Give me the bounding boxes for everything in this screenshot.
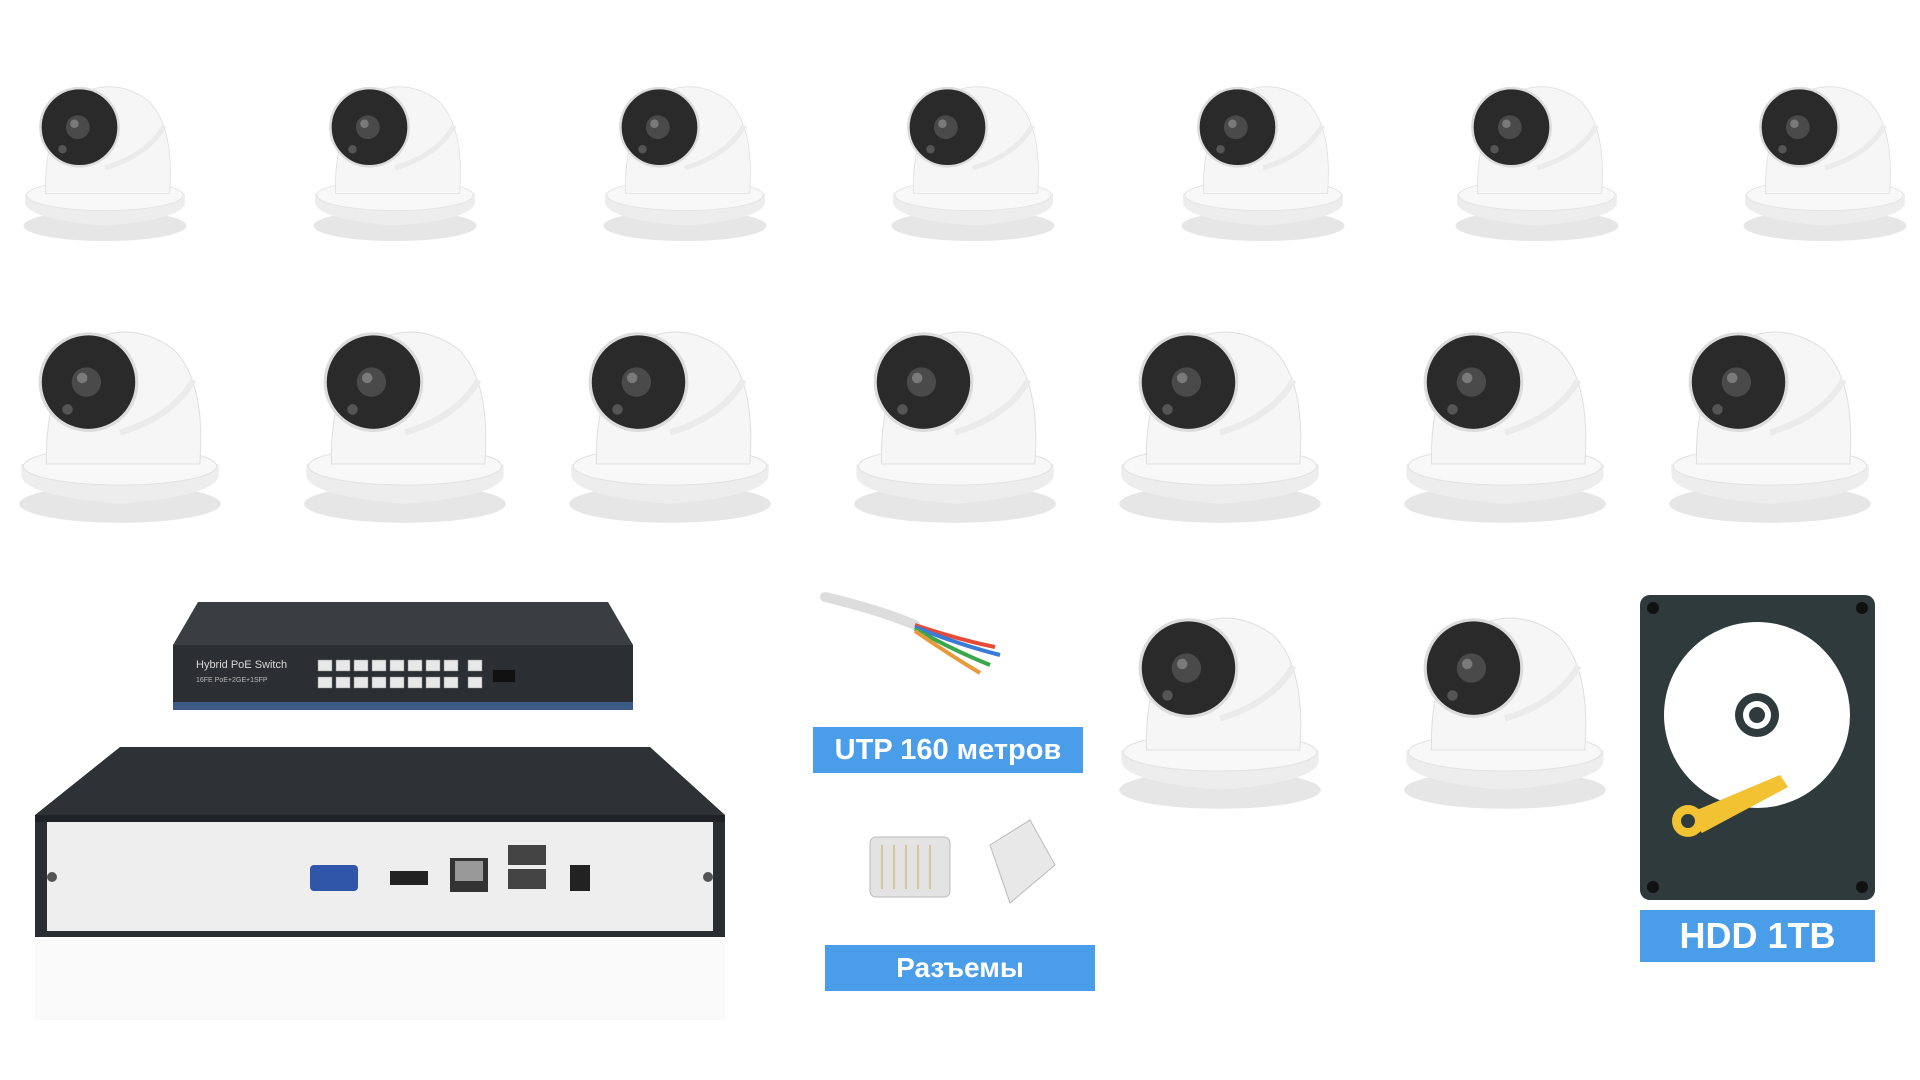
dome-camera — [850, 312, 1060, 532]
switch-brand-text: Hybrid PoE Switch — [196, 659, 287, 671]
dome-camera — [1115, 312, 1325, 532]
hdd-label: HDD 1TB — [1640, 910, 1875, 962]
nvr-recorder — [35, 747, 725, 1020]
dome-camera — [888, 72, 1058, 247]
dome-camera — [1452, 72, 1622, 247]
dome-camera — [1400, 598, 1610, 818]
dome-camera — [1178, 72, 1348, 247]
dome-camera — [1740, 72, 1910, 247]
connectors-label: Разъемы — [825, 945, 1095, 991]
dome-camera — [310, 72, 480, 247]
dome-camera — [20, 72, 190, 247]
hdd-icon — [1640, 595, 1875, 900]
dome-camera — [300, 312, 510, 532]
dome-camera — [600, 72, 770, 247]
dome-camera — [1665, 312, 1875, 532]
poe-switch: Hybrid PoE Switch 16FE PoE+2GE+1SFP — [173, 602, 633, 710]
dome-camera — [565, 312, 775, 532]
dome-camera — [1400, 312, 1610, 532]
cable-label: UTP 160 метров — [813, 727, 1083, 773]
dome-camera — [15, 312, 225, 532]
dome-camera — [1115, 598, 1325, 818]
rj45-connectors — [869, 819, 1056, 904]
switch-model-text: 16FE PoE+2GE+1SFP — [196, 677, 268, 684]
utp-cable — [820, 592, 1001, 675]
